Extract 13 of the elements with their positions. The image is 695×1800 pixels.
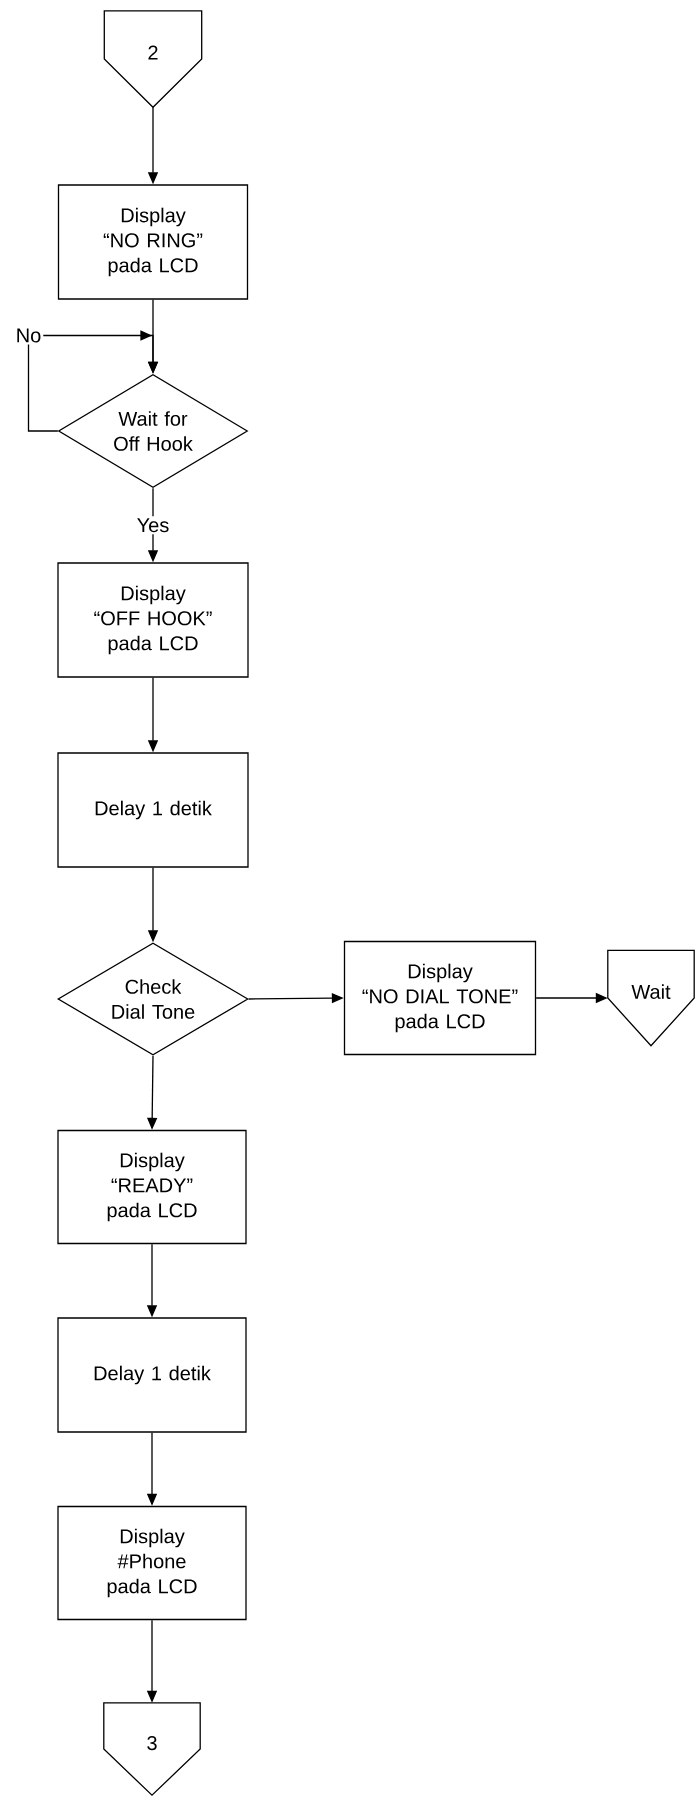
process-box: Display “OFF HOOK” pada LCD: [57, 562, 249, 678]
off-page-connector: Wait: [607, 949, 695, 1047]
off-page-connector: 2: [103, 10, 203, 109]
process-box: Display “NO RING” pada LCD: [57, 184, 249, 300]
process-box: Display #Phone pada LCD: [57, 1505, 247, 1621]
loop-arrow: [27, 330, 159, 432]
process-box: Display “READY” pada LCD: [57, 1129, 247, 1245]
process-box: Delay 1 detik: [57, 1317, 247, 1433]
off-page-connector: 3: [103, 1702, 201, 1797]
process-box: Delay 1 detik: [57, 752, 249, 868]
edge-label: No: [13, 326, 44, 345]
edge-label: Yes: [134, 516, 172, 535]
process-box: Display “NO DIAL TONE” pada LCD: [343, 940, 537, 1056]
